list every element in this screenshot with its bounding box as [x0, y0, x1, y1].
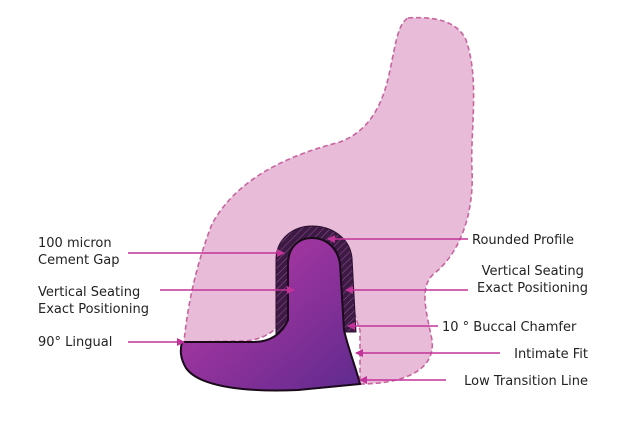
- label-rounded-profile: Rounded Profile: [472, 233, 574, 248]
- label-lingual: 90° Lingual: [38, 335, 112, 350]
- label-vertical-seating-right: Vertical Seating Exact Positioning: [477, 264, 588, 296]
- label-intimate-fit: Intimate Fit: [514, 347, 588, 362]
- label-low-transition: Low Transition Line: [464, 374, 588, 389]
- label-buccal-chamfer: 10 ° Buccal Chamfer: [442, 320, 577, 335]
- label-vertical-seating-left: Vertical Seating Exact Positioning: [38, 285, 149, 317]
- annotation-arrows: [128, 235, 500, 384]
- label-cement-gap: 100 micron Cement Gap: [38, 236, 120, 268]
- crown-body: [179, 236, 362, 392]
